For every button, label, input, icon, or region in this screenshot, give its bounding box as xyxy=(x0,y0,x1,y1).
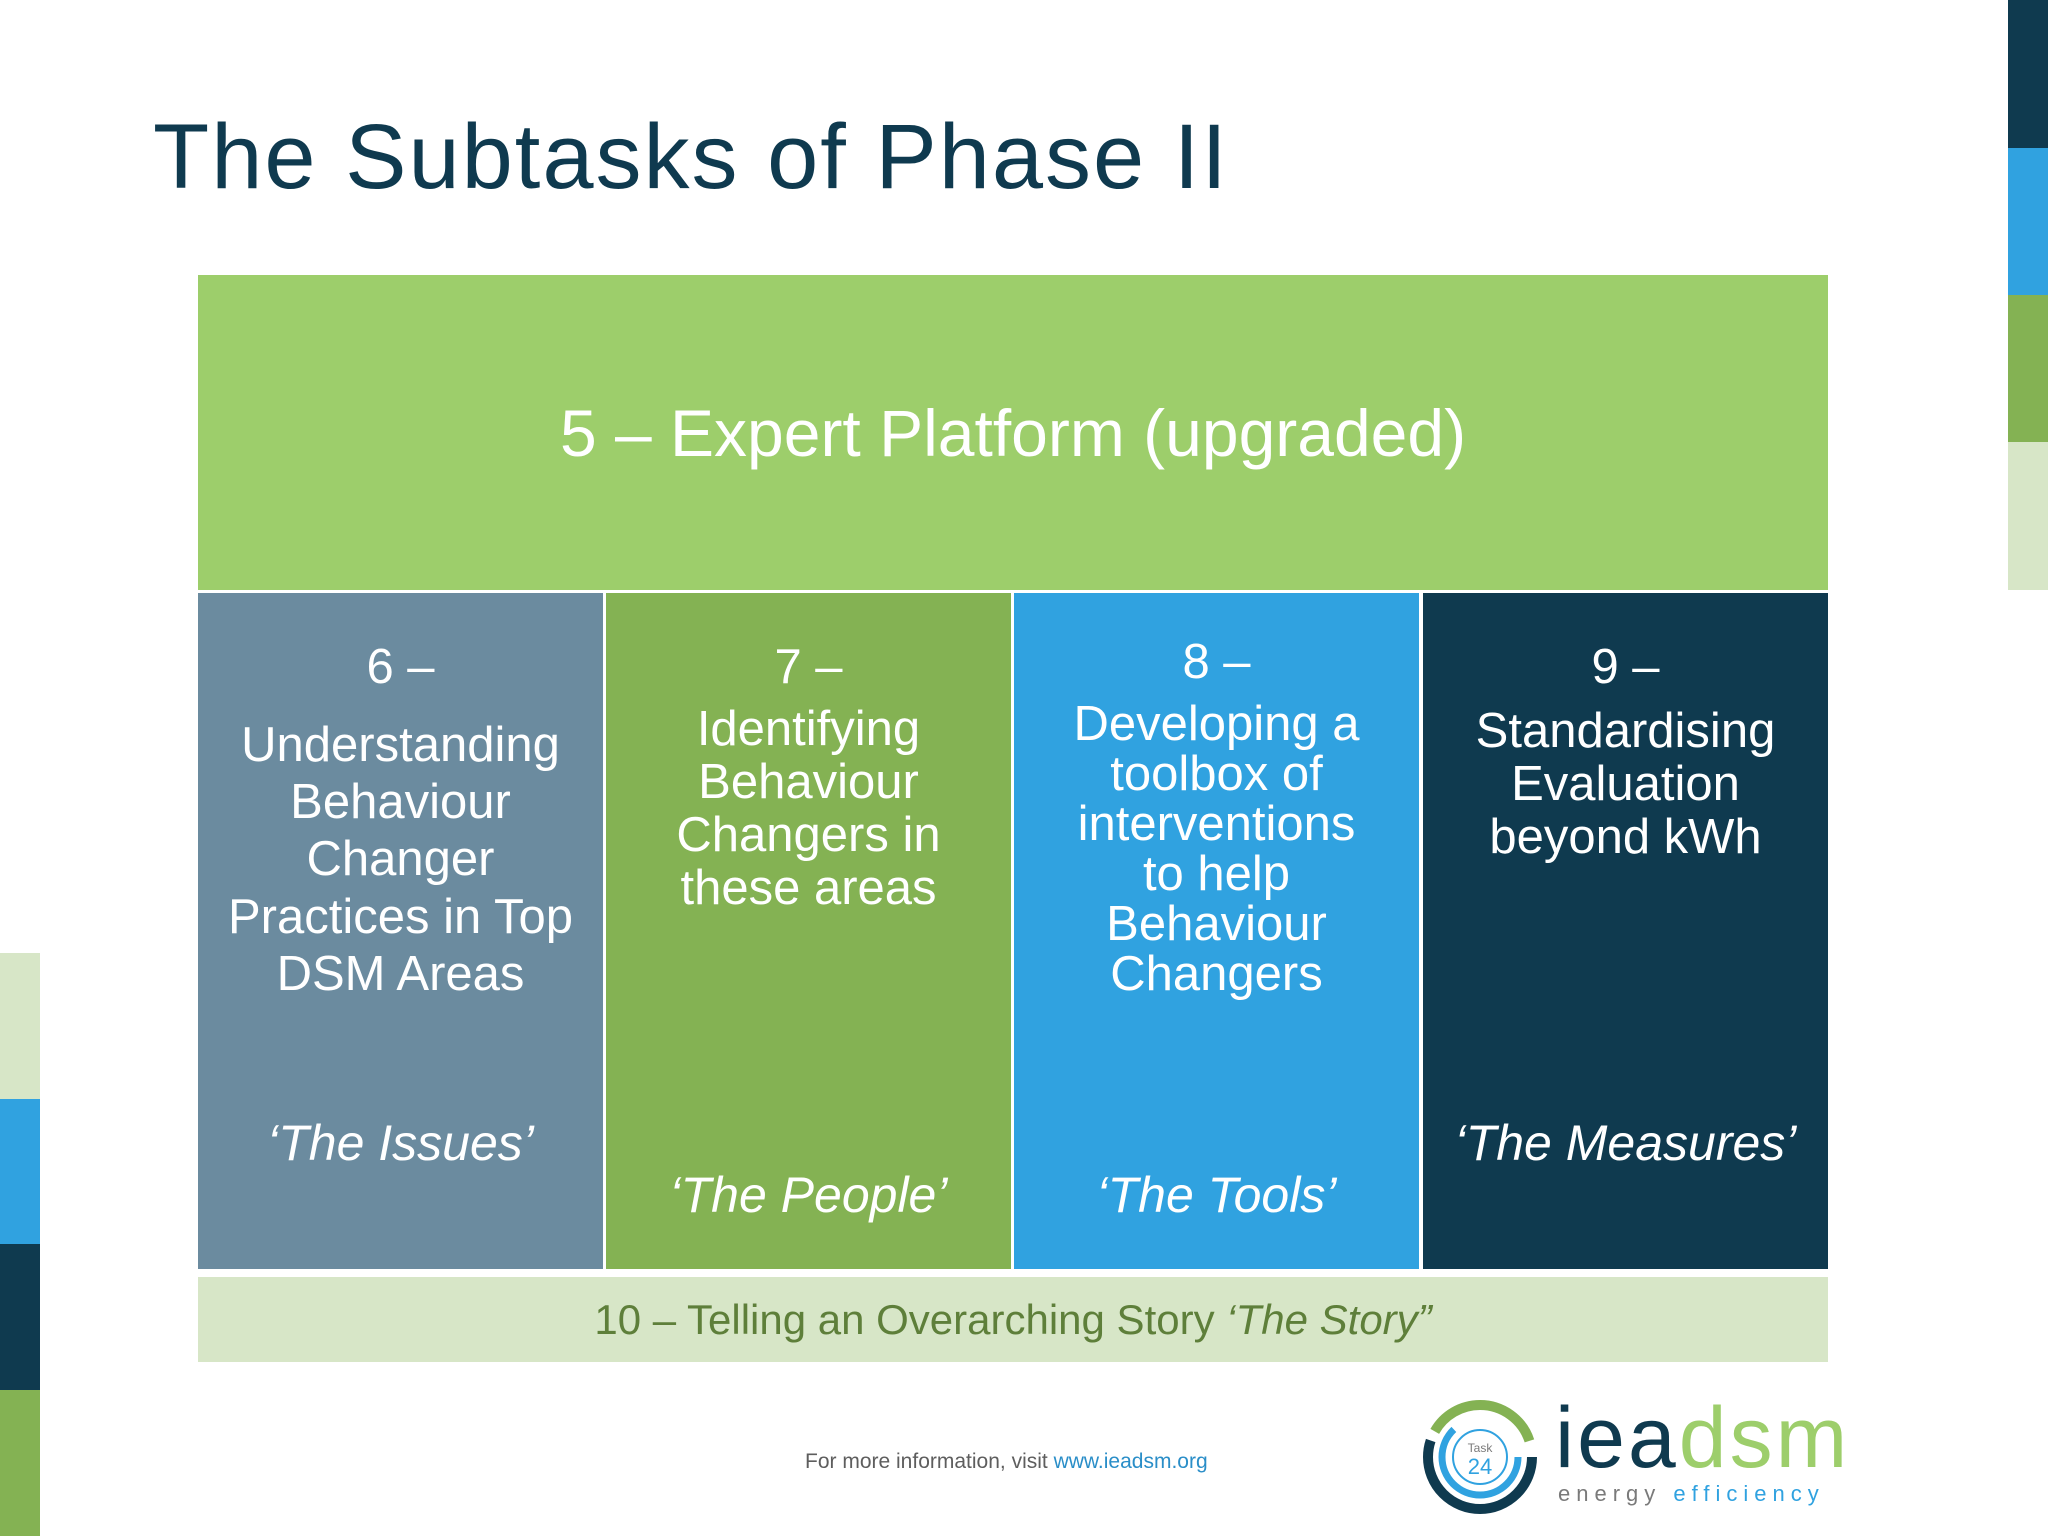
subtask-8-number: 8 – xyxy=(1182,635,1251,689)
subtask-6-text: Understanding Behaviour Changer Practice… xyxy=(228,717,573,1002)
accent-bar-blue xyxy=(2008,148,2048,295)
accent-bar-navy xyxy=(2008,0,2048,148)
subtask-6: 6 – Understanding Behaviour Changer Prac… xyxy=(198,593,603,1269)
logo-sub-energy: energy xyxy=(1558,1481,1674,1506)
task-24-badge-icon: Task 24 xyxy=(1423,1400,1537,1514)
ieadsm-logo: Task 24 ieadsm energy efficiency xyxy=(1420,1395,1847,1525)
accent-bar-blue-left xyxy=(0,1099,40,1244)
badge-task-label: Task xyxy=(1468,1441,1494,1455)
logo-word-dsm: dsm xyxy=(1678,1390,1851,1486)
subtask-9: 9 – Standardising Evaluation beyond kWh … xyxy=(1423,593,1828,1269)
subtask-10-overarching-story: 10 – Telling an Overarching Story ‘The S… xyxy=(198,1277,1828,1362)
subtask-9-tag: ‘The Measures’ xyxy=(1454,1115,1797,1171)
subtask-5-expert-platform: 5 – Expert Platform (upgraded) xyxy=(198,275,1828,590)
accent-bar-green-left xyxy=(0,1390,40,1536)
subtask-9-number: 9 – xyxy=(1591,640,1660,694)
subtask-7-number: 7 – xyxy=(774,640,843,694)
page-title: The Subtasks of Phase II xyxy=(153,106,1229,208)
footer-info: For more information, visit www.ieadsm.o… xyxy=(805,1450,1208,1474)
accent-bar-pale-left xyxy=(0,953,40,1099)
subtask-10-text: 10 – Telling an Overarching Story xyxy=(594,1295,1227,1343)
subtask-7-text: Identifying Behaviour Changers in these … xyxy=(676,701,941,915)
subtask-8-tag: ‘The Tools’ xyxy=(1096,1167,1337,1223)
logo-subtitle: energy efficiency xyxy=(1558,1481,1825,1507)
badge-task-number: 24 xyxy=(1468,1454,1492,1479)
subtask-9-text: Standardising Evaluation beyond kWh xyxy=(1475,703,1776,864)
logo-wordmark: ieadsm xyxy=(1555,1395,1850,1481)
accent-bar-navy-left xyxy=(0,1244,40,1390)
subtask-7-tag: ‘The People’ xyxy=(669,1167,948,1223)
subtask-6-number: 6 – xyxy=(366,640,435,694)
footer-link[interactable]: www.ieadsm.org xyxy=(1053,1450,1208,1473)
logo-sub-efficiency: efficiency xyxy=(1673,1481,1825,1506)
accent-bar-pale xyxy=(2008,442,2048,590)
subtask-6-tag: ‘The Issues’ xyxy=(267,1115,534,1171)
subtask-8-text: Developing a toolbox of interventions to… xyxy=(1073,696,1360,1001)
subtask-8: 8 – Developing a toolbox of intervention… xyxy=(1014,593,1419,1269)
accent-bar-green xyxy=(2008,295,2048,442)
subtask-10-tag: ‘The Story” xyxy=(1226,1295,1432,1343)
footer-text: For more information, visit xyxy=(805,1450,1054,1473)
logo-word-iea: iea xyxy=(1555,1390,1679,1486)
subtask-7: 7 – Identifying Behaviour Changers in th… xyxy=(606,593,1011,1269)
